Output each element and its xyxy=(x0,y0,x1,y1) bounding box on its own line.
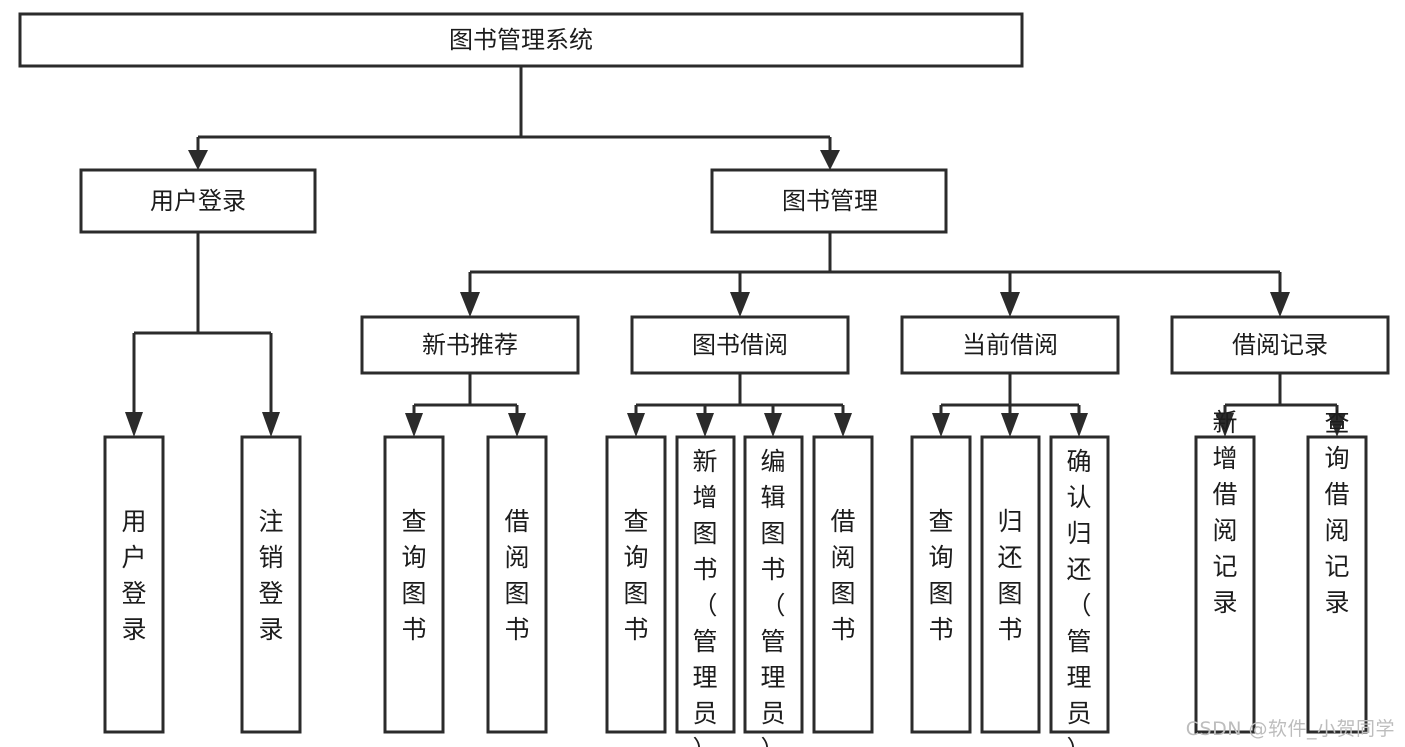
node-leaf-borrow-book-1[interactable]: 借阅图书 xyxy=(486,435,548,734)
node-leaf-user-login-box[interactable] xyxy=(103,435,165,734)
node-leaf-add-book-label: 新增图书（管理员） xyxy=(692,447,717,747)
arrow-head-book-borrow xyxy=(730,292,750,317)
node-leaf-query-book-1[interactable]: 查询图书 xyxy=(383,435,445,734)
node-root-label: 图书管理系统 xyxy=(449,26,593,54)
node-user-login-box[interactable] xyxy=(79,168,317,234)
arrow-head-leaf-query-book-1 xyxy=(405,413,423,437)
node-new-book-recommend[interactable]: 新书推荐 xyxy=(360,315,580,375)
node-leaf-query-record[interactable]: 查询借阅记录 xyxy=(1306,408,1368,734)
node-current-borrow[interactable]: 当前借阅 xyxy=(900,315,1120,375)
node-new-book-recommend-label: 新书推荐 xyxy=(422,331,518,359)
node-leaf-edit-book[interactable]: 编辑图书（管理员） xyxy=(743,435,804,747)
node-leaf-query-book-1-label: 查询图书 xyxy=(401,507,426,644)
node-leaf-borrow-book-2[interactable]: 借阅图书 xyxy=(812,435,874,734)
node-leaf-add-record-box[interactable] xyxy=(1194,435,1256,734)
node-leaf-query-book-2[interactable]: 查询图书 xyxy=(605,435,667,734)
node-leaf-user-logout-box[interactable] xyxy=(240,435,302,734)
node-leaf-query-book-2-box[interactable] xyxy=(605,435,667,734)
arrow-head-leaf-borrow-book-1 xyxy=(508,413,526,437)
arrow-head-leaf-borrow-book-2 xyxy=(834,413,852,437)
node-borrow-record-box[interactable] xyxy=(1170,315,1390,375)
arrow-head-borrow-record xyxy=(1270,292,1290,317)
node-borrow-record[interactable]: 借阅记录 xyxy=(1170,315,1390,375)
node-leaf-query-book-1-box[interactable] xyxy=(383,435,445,734)
node-leaf-confirm-return[interactable]: 确认归还（管理员） xyxy=(1049,435,1110,747)
arrow-head-user-login xyxy=(188,150,208,170)
node-leaf-user-logout-label: 注销登录 xyxy=(258,507,283,644)
node-leaf-edit-book-box[interactable] xyxy=(743,435,804,734)
arrow-head-new-book-recommend xyxy=(460,292,480,317)
node-book-borrow-label: 图书借阅 xyxy=(692,331,788,359)
node-leaf-query-book-2-label: 查询图书 xyxy=(623,507,648,644)
arrow-head-leaf-confirm-return xyxy=(1070,413,1088,437)
node-borrow-record-label: 借阅记录 xyxy=(1232,331,1328,359)
node-leaf-query-record-box[interactable] xyxy=(1306,435,1368,734)
node-leaf-borrow-book-2-label: 借阅图书 xyxy=(830,507,855,644)
node-book-management[interactable]: 图书管理 xyxy=(710,168,948,234)
node-leaf-add-record-label: 新增借阅记录 xyxy=(1212,408,1237,617)
node-current-borrow-label: 当前借阅 xyxy=(962,331,1058,359)
node-book-borrow-box[interactable] xyxy=(630,315,850,375)
connector-layer xyxy=(125,66,1346,437)
arrow-head-leaf-add-book xyxy=(696,413,714,437)
node-new-book-recommend-box[interactable] xyxy=(360,315,580,375)
node-leaf-add-book-box[interactable] xyxy=(675,435,736,734)
arrow-head-leaf-query-record xyxy=(1328,413,1346,437)
node-leaf-add-record[interactable]: 新增借阅记录 xyxy=(1194,408,1256,734)
node-root-box[interactable] xyxy=(18,12,1024,68)
node-root[interactable]: 图书管理系统 xyxy=(18,12,1024,68)
node-book-borrow[interactable]: 图书借阅 xyxy=(630,315,850,375)
node-leaf-query-book-3-label: 查询图书 xyxy=(928,507,953,644)
arrow-head-leaf-query-book-2 xyxy=(627,413,645,437)
node-leaf-return-book-label: 归还图书 xyxy=(997,507,1022,644)
node-leaf-query-record-label: 查询借阅记录 xyxy=(1324,408,1349,617)
arrow-head-leaf-add-record xyxy=(1216,413,1234,437)
node-leaf-user-login-label: 用户登录 xyxy=(121,507,146,644)
node-leaf-return-book-box[interactable] xyxy=(980,435,1041,734)
arrow-head-leaf-return-book xyxy=(1001,413,1019,437)
arrow-head-leaf-user-login xyxy=(125,412,143,437)
node-leaf-query-book-3[interactable]: 查询图书 xyxy=(910,435,972,734)
arrow-head-leaf-edit-book xyxy=(764,413,782,437)
node-book-management-box[interactable] xyxy=(710,168,948,234)
node-leaf-borrow-book-2-box[interactable] xyxy=(812,435,874,734)
arrow-head-leaf-query-book-3 xyxy=(932,413,950,437)
node-leaf-confirm-return-label: 确认归还（管理员） xyxy=(1066,447,1091,747)
node-leaf-user-login[interactable]: 用户登录 xyxy=(103,435,165,734)
node-current-borrow-box[interactable] xyxy=(900,315,1120,375)
arrow-head-current-borrow xyxy=(1000,292,1020,317)
node-leaf-add-book[interactable]: 新增图书（管理员） xyxy=(675,435,736,747)
node-leaf-query-book-3-box[interactable] xyxy=(910,435,972,734)
arrow-head-leaf-user-logout xyxy=(262,412,280,437)
node-leaf-confirm-return-box[interactable] xyxy=(1049,435,1110,734)
node-leaf-return-book[interactable]: 归还图书 xyxy=(980,435,1041,734)
node-leaf-borrow-book-1-box[interactable] xyxy=(486,435,548,734)
node-user-login[interactable]: 用户登录 xyxy=(79,168,317,234)
node-book-management-label: 图书管理 xyxy=(782,187,878,215)
node-user-login-label: 用户登录 xyxy=(150,187,246,215)
node-leaf-user-logout[interactable]: 注销登录 xyxy=(240,435,302,734)
node-leaf-borrow-book-1-label: 借阅图书 xyxy=(504,507,529,644)
arrow-head-book-management xyxy=(820,150,840,170)
node-leaf-edit-book-label: 编辑图书（管理员） xyxy=(760,447,785,747)
